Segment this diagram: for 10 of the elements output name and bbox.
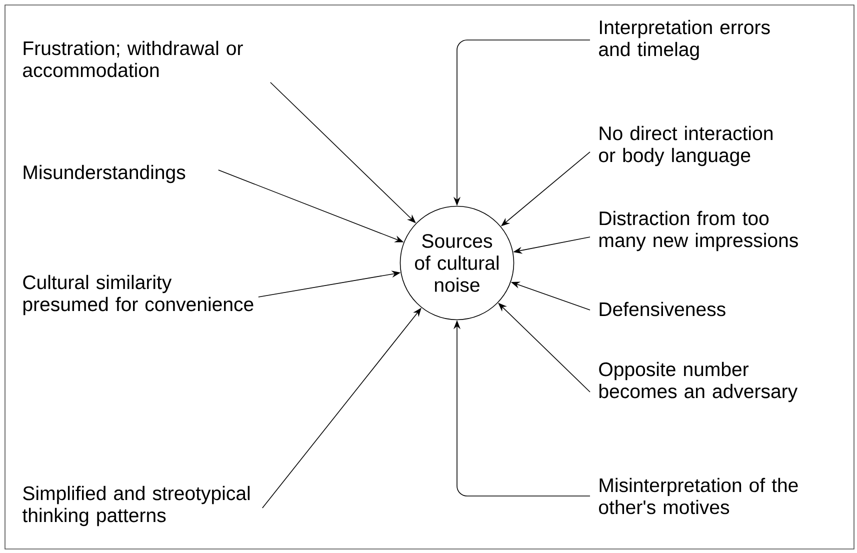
source-label: No direct interaction or body language xyxy=(599,126,772,166)
source-label: Frustration; withdrawal or accommodation xyxy=(23,40,243,78)
source-label: Misinterpretation of the other's motives xyxy=(599,478,798,514)
source-label: Opposite number becomes an adversary xyxy=(599,362,798,402)
source-label: Interpretation errors and timelag xyxy=(599,20,770,60)
source-label: Distraction from too many new impressions xyxy=(600,210,798,252)
source-label: Simplified and streotypical thinking patterns xyxy=(22,486,250,526)
source-label: Cultural similarity presumed for convenience xyxy=(23,274,254,316)
source-label: Misunderstandings xyxy=(24,164,186,184)
source-label: Defensiveness xyxy=(600,302,726,316)
